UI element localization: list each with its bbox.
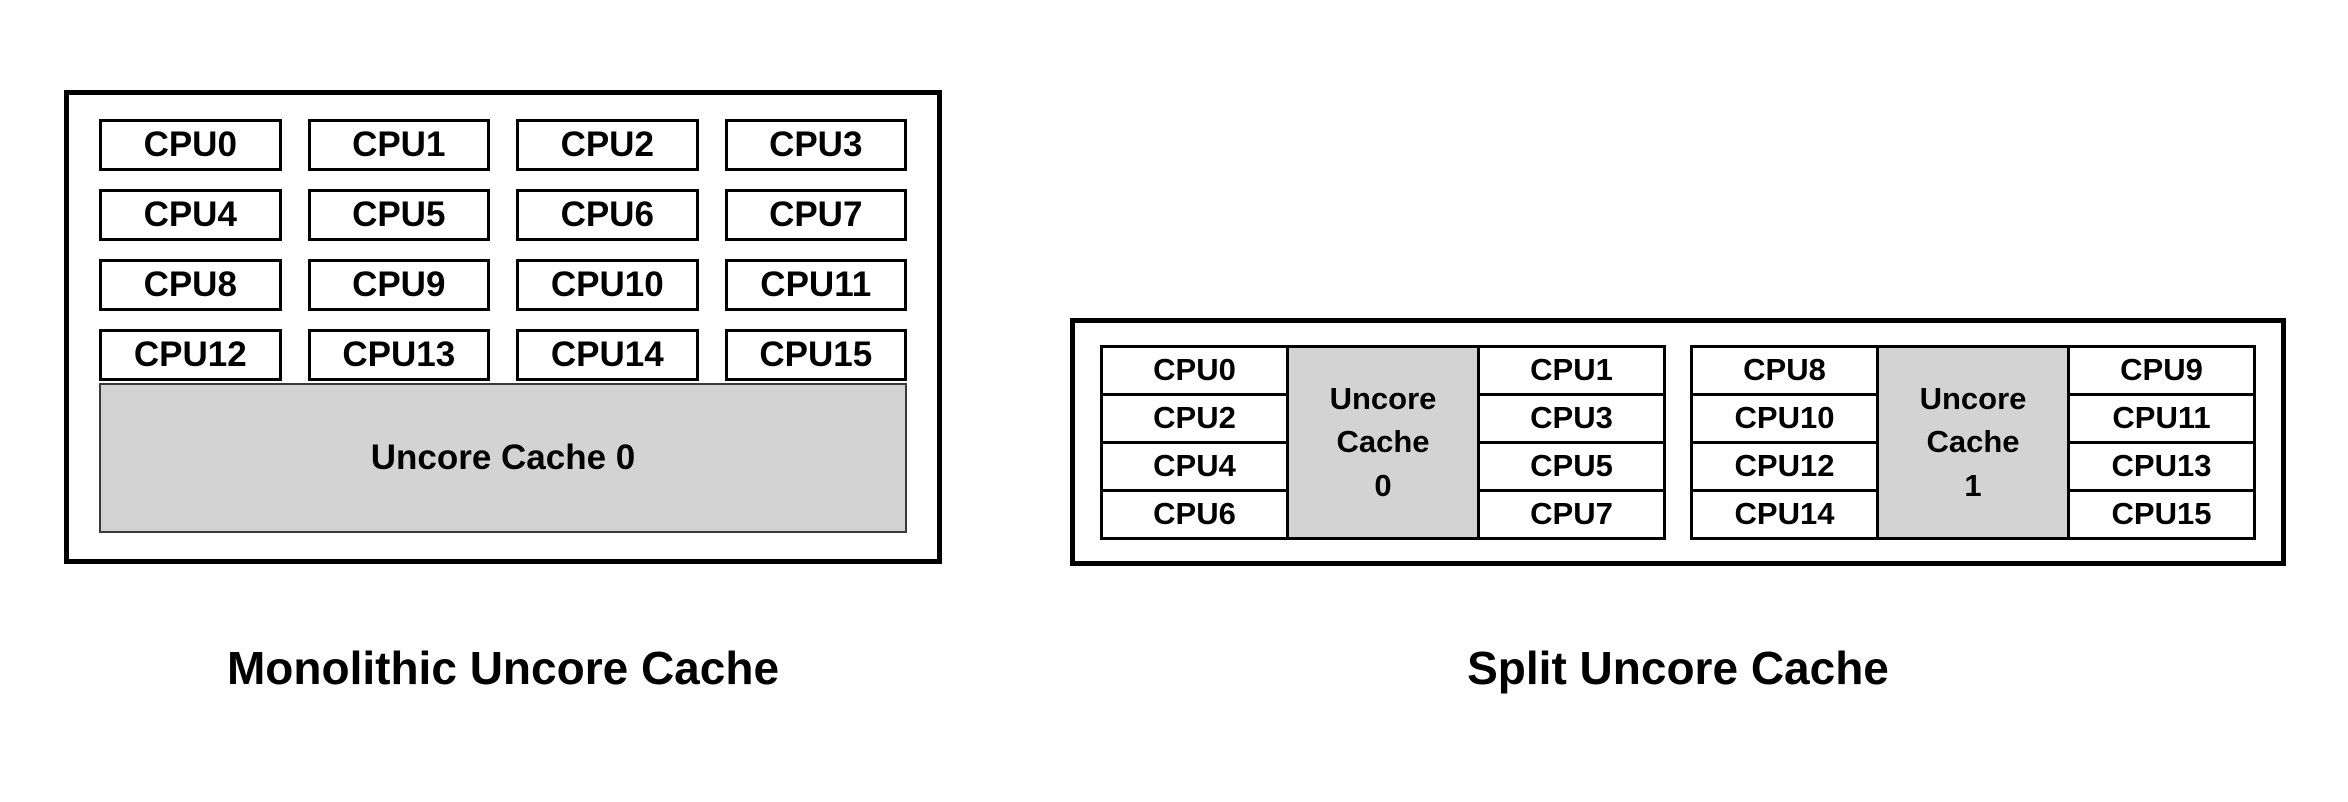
cpu-box: CPU1 (1480, 347, 1663, 393)
cpu-box: CPU11 (2070, 395, 2253, 441)
monolithic-cpu-grid: CPU0 CPU1 CPU2 CPU3 CPU4 CPU5 CPU6 CPU7 … (99, 119, 907, 381)
cpu-box: CPU1 (307, 119, 490, 171)
cpu-box: CPU3 (724, 119, 907, 171)
cpu-box: CPU2 (1103, 395, 1286, 441)
cpu-box: CPU7 (1480, 491, 1663, 537)
cpu-box: CPU3 (1480, 395, 1663, 441)
figure-caption-monolithic: Monolithic Uncore Cache (226, 642, 780, 694)
cache-label-line: 1 (1964, 467, 1982, 503)
cpu-box: CPU6 (1103, 491, 1286, 537)
cpu-box: CPU13 (2070, 443, 2253, 489)
cpu-box: CPU9 (2070, 347, 2253, 393)
cpu-box: CPU14 (1693, 491, 1876, 537)
cpu-box: CPU8 (99, 259, 282, 311)
cpu-box: CPU8 (1693, 347, 1876, 393)
cache-label-line: Cache (1336, 424, 1430, 460)
cpu-box: CPU2 (516, 119, 699, 171)
cache-label-line: 0 (1374, 467, 1392, 503)
split-figure: CPU0 Uncore Cache 0 CPU1 CPU2 CPU3 CPU4 … (1070, 318, 2286, 566)
cpu-box: CPU15 (2070, 491, 2253, 537)
cpu-box: CPU4 (99, 189, 282, 241)
cpu-box: CPU10 (516, 259, 699, 311)
split-cluster-1: CPU8 Uncore Cache 1 CPU9 CPU10 CPU11 CPU… (1690, 344, 2256, 540)
uncore-cache-box: Uncore Cache 0 (99, 383, 907, 533)
cpu-box: CPU10 (1693, 395, 1876, 441)
cache-label-line: Uncore (1919, 380, 2027, 416)
uncore-cache-box: Uncore Cache 1 (1879, 347, 2067, 537)
cpu-box: CPU5 (307, 189, 490, 241)
cpu-box: CPU11 (724, 259, 907, 311)
cpu-box: CPU9 (307, 259, 490, 311)
monolithic-figure: CPU0 CPU1 CPU2 CPU3 CPU4 CPU5 CPU6 CPU7 … (64, 90, 942, 564)
cache-label-line: Cache (1926, 424, 2020, 460)
cpu-box: CPU12 (1693, 443, 1876, 489)
cpu-box: CPU7 (724, 189, 907, 241)
cpu-box: CPU0 (99, 119, 282, 171)
cpu-box: CPU6 (516, 189, 699, 241)
cpu-box: CPU14 (516, 329, 699, 381)
figure-caption-split: Split Uncore Cache (1467, 642, 1889, 694)
cpu-box: CPU12 (99, 329, 282, 381)
cpu-box: CPU15 (724, 329, 907, 381)
uncore-cache-box: Uncore Cache 0 (1289, 347, 1477, 537)
split-cluster-0: CPU0 Uncore Cache 0 CPU1 CPU2 CPU3 CPU4 … (1100, 344, 1666, 540)
cpu-box: CPU5 (1480, 443, 1663, 489)
cache-label-line: Uncore (1329, 380, 1437, 416)
cpu-box: CPU0 (1103, 347, 1286, 393)
cpu-box: CPU4 (1103, 443, 1286, 489)
cpu-box: CPU13 (307, 329, 490, 381)
